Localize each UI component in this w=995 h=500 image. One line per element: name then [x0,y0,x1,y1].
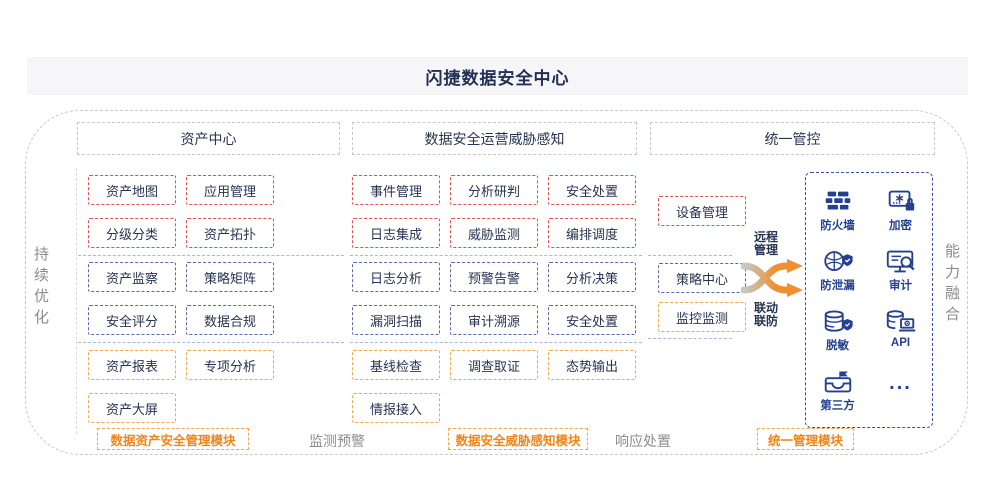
platform-container [25,110,968,455]
module-box: 资产地图 [88,175,176,205]
module-box: 调查取证 [450,350,538,380]
leak-prevention-icon [823,251,853,271]
divider [350,342,642,343]
asset-module-tag: 数据资产安全管理模块 [97,428,249,450]
module-box: 日志分析 [352,262,440,292]
module-box: 态势输出 [548,350,636,380]
module-box: 资产大屏 [88,393,176,423]
module-box: 资产拓扑 [186,218,274,248]
capability-label: 防泄漏 [820,280,855,292]
module-box: 漏洞扫描 [352,305,440,335]
joint-defense-label: 联动联防 [753,301,778,328]
module-box: 监控监测 [658,302,746,332]
unified-module-tag: 统一管理模块 [757,428,854,450]
capability-encryption: 加密 [869,188,932,243]
firewall-icon [825,191,850,210]
capability-label: API [890,337,911,349]
module-box: 威胁监测 [450,218,538,248]
module-box: 基线检查 [352,350,440,380]
header-security-ops: 数据安全运营威胁感知 [352,122,637,155]
module-box: 预警告警 [450,262,538,292]
unified-governance-band: 设备管理 [658,196,746,226]
response-handling-label: 响应处置 [615,433,671,449]
linkage-arrows-icon [741,259,803,297]
capability-label: 审计 [889,280,912,292]
unified-reporting-band: 监控监测 [658,302,746,332]
module-box: 安全处置 [548,305,636,335]
module-box: 分析决策 [548,262,636,292]
asset-monitoring-band: 资产监察策略矩阵安全评分数据合规 [88,262,276,335]
module-box: 日志集成 [352,218,440,248]
module-box: 应用管理 [186,175,274,205]
more-icon: ... [889,372,912,394]
capability-panel: 防火墙 加密 防泄漏 审计 [805,172,933,428]
module-box: 专项分析 [186,350,274,380]
audit-icon [886,250,915,273]
ops-reporting-band: 基线检查调查取证态势输出情报接入 [352,350,638,423]
divider [648,338,732,339]
capability-third-party: 第三方 [806,368,869,423]
capability-masking: 脱敏 [806,308,869,363]
module-box: 设备管理 [658,196,746,226]
divider [78,342,344,343]
masking-icon [824,310,853,332]
module-box: 策略中心 [658,263,746,293]
left-strip-divider [76,168,77,434]
threat-module-tag: 数据安全威胁感知模块 [448,428,588,450]
title-band: 闪捷数据安全中心 [27,57,968,95]
capability-label: 第三方 [820,400,855,412]
page-title: 闪捷数据安全中心 [425,68,570,88]
divider [350,255,642,256]
module-box: 资产监察 [88,262,176,292]
divider [648,255,732,256]
third-party-icon [824,371,851,393]
capability-leak-prevention: 防泄漏 [806,248,869,303]
capability-label: 加密 [889,220,912,232]
module-box: 资产报表 [88,350,176,380]
module-box: 事件管理 [352,175,440,205]
asset-governance-band: 资产地图应用管理分级分类资产拓扑 [88,175,276,248]
capability-label: 防火墙 [820,220,855,232]
capability-firewall: 防火墙 [806,188,869,243]
module-box: 安全处置 [548,175,636,205]
capability-api: API [869,308,932,363]
right-side-label: 能力融合 [943,243,960,327]
module-box: 策略矩阵 [186,262,274,292]
module-box: 审计溯源 [450,305,538,335]
module-box: 安全评分 [88,305,176,335]
api-icon [886,310,915,332]
left-side-label: 持续优化 [32,246,49,330]
header-unified-control: 统一管控 [650,122,935,155]
module-box: 编排调度 [548,218,636,248]
capability-label: 脱敏 [826,340,849,352]
ops-monitoring-band: 日志分析预警告警分析决策漏洞扫描审计溯源安全处置 [352,262,638,335]
remote-management-label: 远程管理 [753,230,778,257]
monitor-warning-label: 监测预警 [309,433,365,449]
module-box: 分析研判 [450,175,538,205]
ops-governance-band: 事件管理分析研判安全处置日志集成威胁监测编排调度 [352,175,638,248]
asset-reporting-band: 资产报表专项分析资产大屏 [88,350,276,423]
unified-monitoring-band: 策略中心 [658,263,746,293]
divider [78,255,344,256]
module-box: 分级分类 [88,218,176,248]
module-box: 数据合规 [186,305,274,335]
capability-more: ... [869,368,932,423]
encryption-icon [888,190,914,211]
capability-audit: 审计 [869,248,932,303]
header-asset-center: 资产中心 [77,122,340,155]
module-box: 情报接入 [352,393,440,423]
